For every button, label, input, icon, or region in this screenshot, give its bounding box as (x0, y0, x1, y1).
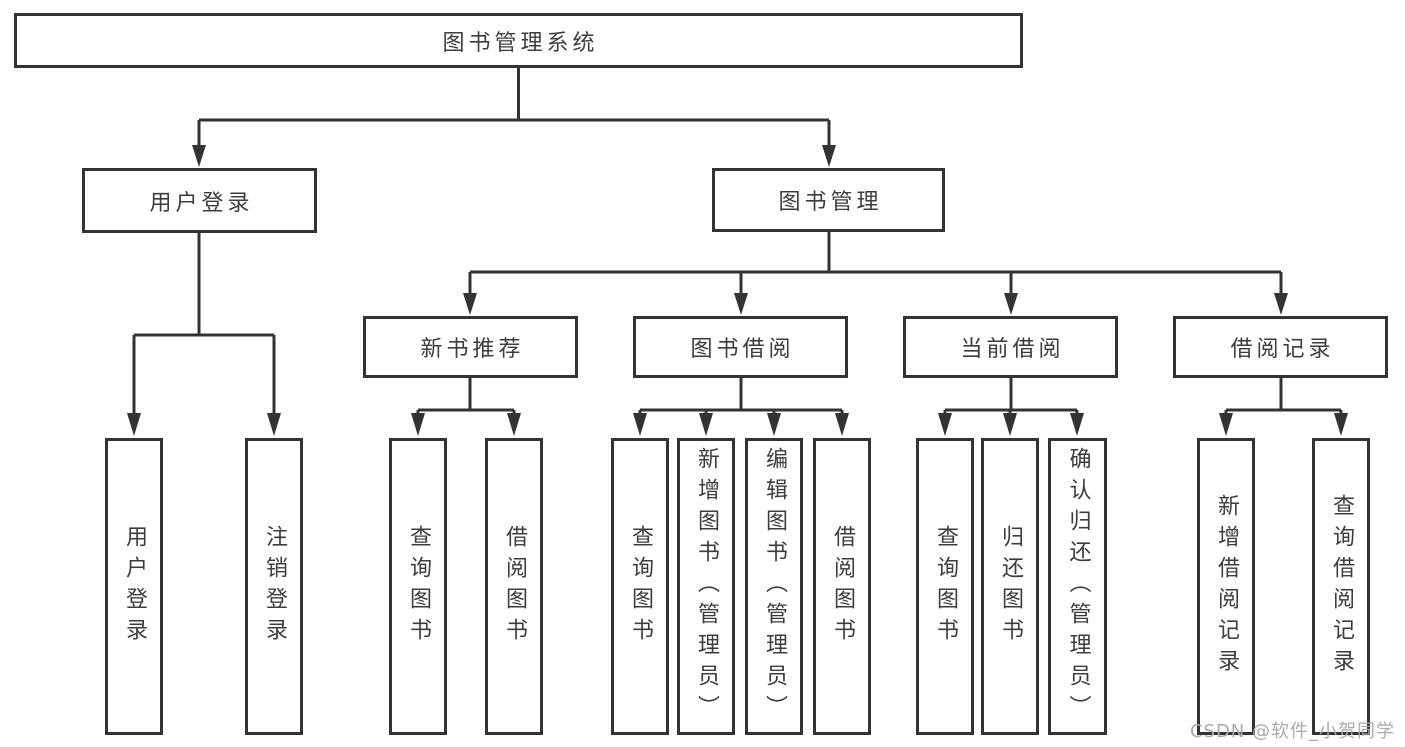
leaf-query-books-borrow: 查询图书 (611, 438, 669, 735)
leaf-query-books-current: 查询图书 (916, 438, 974, 735)
leaf-confirm-return-admin: 确认归还（管理员） (1048, 438, 1107, 735)
leaf-edit-book-admin: 编辑图书（管理员） (745, 438, 803, 735)
node-user-login: 用户登录 (82, 168, 317, 233)
leaf-user-login: 用户登录 (105, 438, 163, 735)
leaf-add-book-admin: 新增图书（管理员） (677, 438, 735, 735)
leaf-return-books: 归还图书 (981, 438, 1039, 735)
node-borrow-records: 借阅记录 (1173, 316, 1388, 378)
arrowhead-icons (127, 145, 1348, 436)
node-book-management: 图书管理 (712, 168, 945, 232)
csdn-watermark: CSDN @软件_小贺同学 (1189, 721, 1395, 742)
node-new-book-recommend: 新书推荐 (363, 316, 578, 378)
leaf-borrow-books: 借阅图书 (813, 438, 871, 735)
node-current-borrow: 当前借阅 (903, 316, 1118, 378)
leaf-query-books-recommend: 查询图书 (389, 438, 447, 735)
node-book-borrow: 图书借阅 (633, 316, 848, 378)
leaf-borrow-books-recommend: 借阅图书 (485, 438, 543, 735)
leaf-add-borrow-record: 新增借阅记录 (1197, 438, 1255, 735)
leaf-logout: 注销登录 (245, 438, 303, 735)
node-root: 图书管理系统 (14, 13, 1023, 68)
leaf-query-borrow-record: 查询借阅记录 (1312, 438, 1370, 735)
